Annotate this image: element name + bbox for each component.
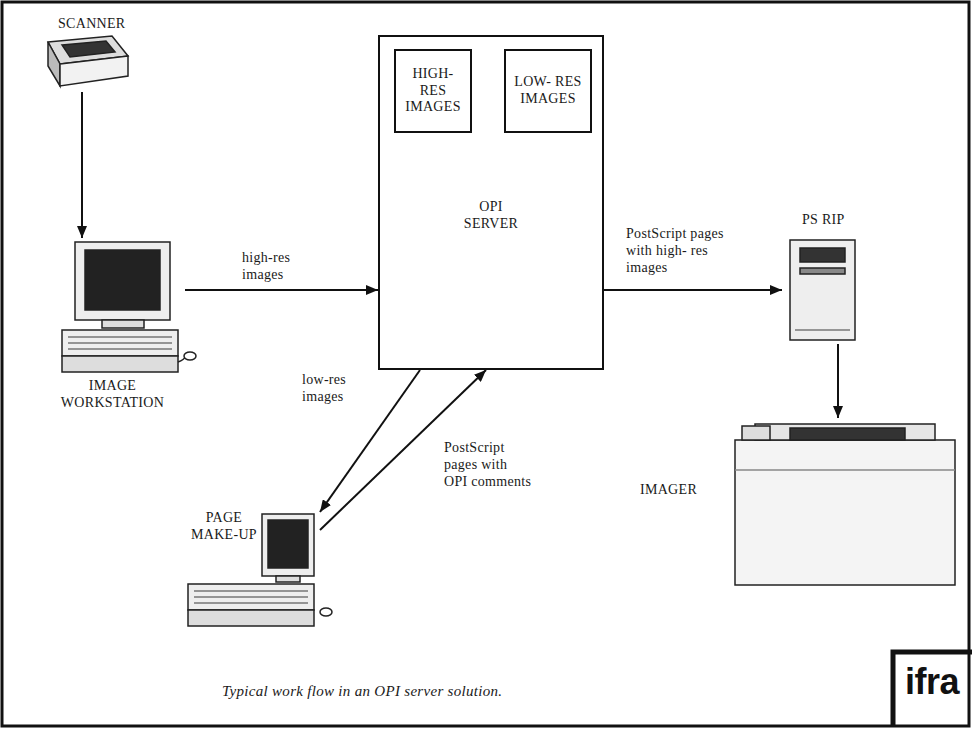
rip-drawing [790, 240, 855, 340]
image-store-box: HIGH- RES IMAGES [394, 49, 472, 133]
logo-bracket [893, 652, 972, 727]
image-store-box: LOW- RES IMAGES [504, 49, 592, 133]
workstation-drawing [62, 242, 196, 372]
node-label: HIGH- RES IMAGES [400, 66, 466, 116]
node-label: SCANNER [58, 16, 138, 33]
connector [81, 92, 83, 238]
workstation-node: IMAGE WORKSTATION [40, 238, 185, 423]
server-box: OPI SERVER HIGH- RES IMAGES LOW- RES IMAGE… [378, 35, 604, 370]
node-label: PS RIP [802, 212, 864, 229]
node-label: PAGE MAKE-UP [188, 510, 260, 544]
connector [185, 289, 378, 291]
edge-label: PostScript pages with high- res images [624, 226, 736, 276]
caption: Typical work flow in an OPI server solut… [222, 682, 502, 700]
connector [837, 344, 839, 418]
node-label: LOW- RES IMAGES [512, 74, 584, 108]
edge-label: low-res images [300, 372, 362, 406]
imager-node: IMAGER [636, 418, 961, 590]
node-label: OPI SERVER [454, 199, 528, 233]
makeup-node: PAGE MAKE-UP [182, 506, 320, 630]
imager-drawing [735, 424, 955, 585]
connector [604, 289, 782, 291]
edge-label: PostScript pages with OPI comments [442, 440, 536, 490]
node-label: IMAGE WORKSTATION [45, 378, 180, 412]
logo-text: ifra [905, 664, 959, 700]
scanner-drawing [48, 36, 128, 86]
scanner-node: SCANNER [38, 16, 133, 92]
rip-node: PS RIP [782, 212, 867, 344]
node-label: IMAGER [640, 482, 720, 499]
edge-label: high-res images [240, 250, 306, 284]
